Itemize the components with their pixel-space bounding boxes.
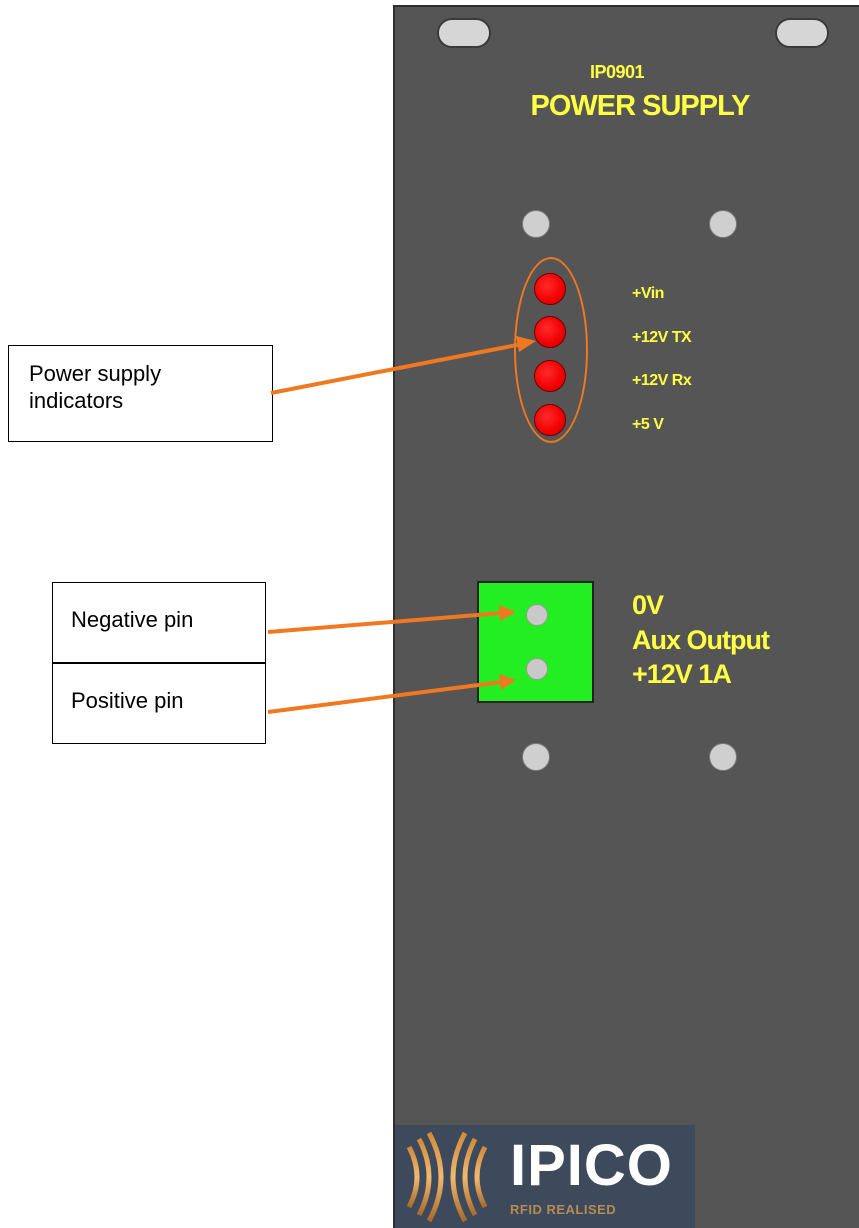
aux-output-connector (477, 581, 594, 703)
led-vin (534, 273, 566, 305)
logo-wordmark: IPICO (510, 1133, 673, 1198)
ipico-logo (395, 1125, 695, 1228)
mounting-hole-top-right (709, 210, 737, 238)
aux-label-12v-1a: +12V 1A (632, 659, 732, 689)
callout-negative-pin: Negative pin (52, 582, 266, 663)
mounting-slot-right (775, 18, 829, 48)
mounting-slot-left (437, 18, 491, 48)
power-supply-panel (393, 5, 859, 1228)
logo-tagline: RFID REALISED (510, 1202, 617, 1217)
aux-label-0v: 0V (632, 590, 664, 620)
callout-positive-pin: Positive pin (52, 663, 266, 744)
callout-negative-text: Negative pin (71, 607, 194, 632)
callout-power-supply-indicators: Power supply indicators (8, 345, 273, 442)
mounting-hole-bottom-right (709, 743, 737, 771)
led-12v-tx (534, 316, 566, 348)
callout-indicators-text: Power supply indicators (29, 361, 162, 413)
positive-pin (526, 658, 548, 680)
led-12v-rx (534, 360, 566, 392)
led-label-12v-rx: +12V Rx (632, 372, 692, 389)
panel-title: POWER SUPPLY (530, 90, 751, 122)
negative-pin (526, 604, 548, 626)
rfid-waves-icon (406, 1131, 488, 1223)
aux-label-aux-output: Aux Output (632, 625, 770, 655)
led-label-vin: +Vin (632, 285, 664, 302)
led-label-5v: +5 V (632, 416, 664, 433)
mounting-hole-bottom-left (522, 743, 550, 771)
led-5v (534, 404, 566, 436)
callout-positive-text: Positive pin (71, 688, 184, 713)
mounting-hole-top-left (522, 210, 550, 238)
model-number: IP0901 (589, 62, 645, 82)
led-label-12v-tx: +12V TX (632, 329, 692, 346)
